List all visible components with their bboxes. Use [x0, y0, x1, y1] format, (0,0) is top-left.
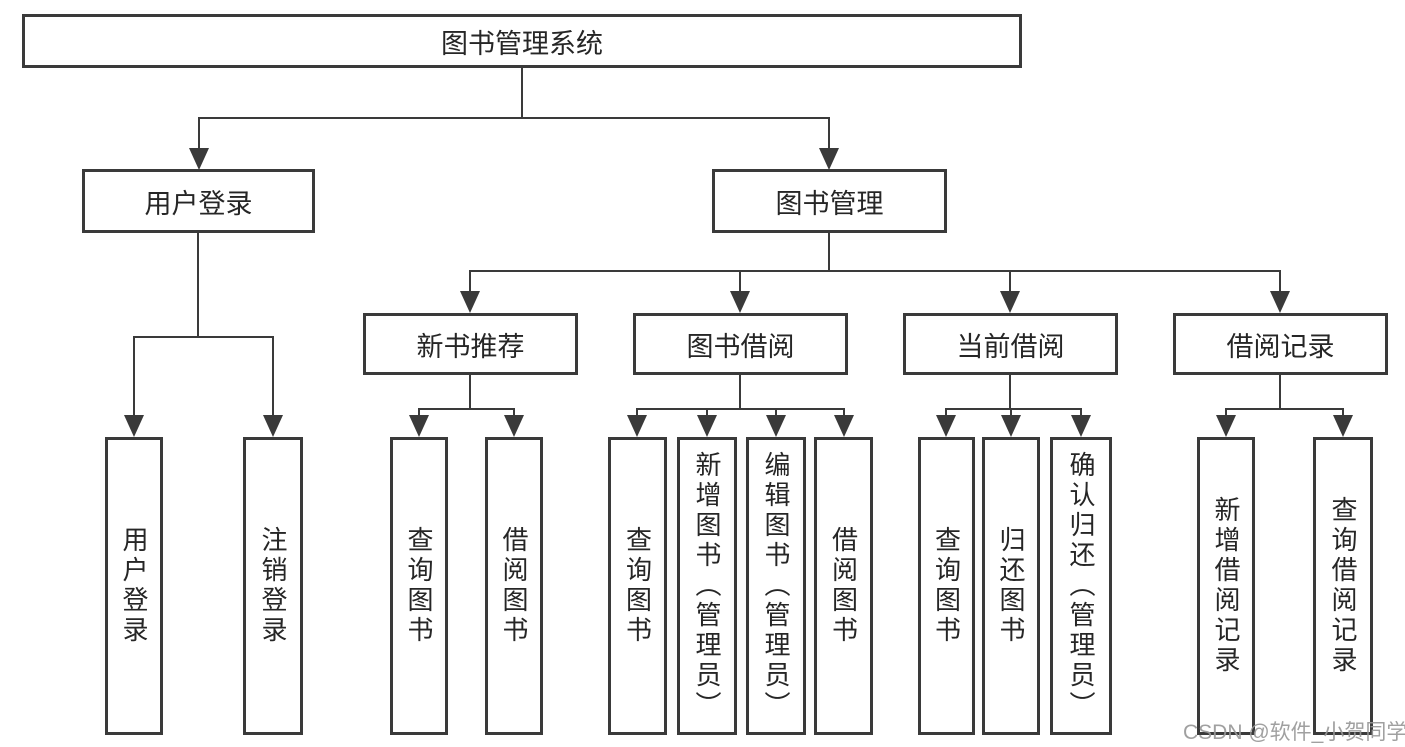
arrow-down-icon [627, 415, 647, 437]
arrow-down-icon [1071, 415, 1091, 437]
node-label: 图书管理系统 [441, 28, 603, 59]
connector-line [521, 68, 523, 118]
arrow-down-icon [124, 415, 144, 437]
arrow-down-icon [834, 415, 854, 437]
node-label: 用户登录 [144, 188, 253, 219]
connector-line [1279, 375, 1281, 409]
arrow-down-icon [730, 291, 750, 313]
leaf-query-books-borrowing: 查询图书 [608, 437, 667, 735]
node-new-book-recommend: 新书推荐 [363, 313, 578, 375]
node-label: 图书管理 [775, 188, 884, 219]
node-book-borrowing: 图书借阅 [633, 313, 848, 375]
connector-line [1342, 408, 1344, 417]
connector-line [272, 336, 274, 416]
leaf-label: 归还图书 [996, 526, 1026, 646]
connector-line [1225, 408, 1227, 417]
arrow-down-icon [189, 148, 209, 170]
connector-line [1279, 270, 1281, 292]
connector-line [636, 408, 638, 417]
leaf-label: 新增图书（管理员） [692, 451, 722, 721]
connector-line [133, 336, 135, 416]
node-user-login: 用户登录 [82, 169, 315, 233]
arrow-down-icon [766, 415, 786, 437]
connector-line [469, 270, 1281, 272]
leaf-label: 用户登录 [119, 526, 149, 646]
connector-line [1009, 270, 1011, 292]
connector-line [1225, 408, 1344, 410]
leaf-label: 新增借阅记录 [1211, 496, 1241, 676]
connector-line [945, 408, 947, 417]
arrow-down-icon [819, 148, 839, 170]
leaf-label: 借阅图书 [828, 526, 859, 646]
leaf-add-borrow-record: 新增借阅记录 [1197, 437, 1255, 735]
connector-line [469, 375, 471, 409]
connector-line [198, 117, 200, 148]
arrow-down-icon [409, 415, 429, 437]
arrow-down-icon [697, 415, 717, 437]
arrow-down-icon [936, 415, 956, 437]
leaf-query-borrow-record: 查询借阅记录 [1313, 437, 1373, 735]
connector-line [469, 270, 471, 292]
leaf-edit-books-admin: 编辑图书（管理员） [746, 437, 806, 735]
node-label: 图书借阅 [686, 331, 795, 362]
connector-line [739, 375, 741, 409]
leaf-user-login: 用户登录 [105, 437, 163, 735]
node-label: 当前借阅 [956, 331, 1065, 362]
leaf-return-books: 归还图书 [982, 437, 1040, 735]
leaf-add-books-admin: 新增图书（管理员） [677, 437, 737, 735]
connector-line [1009, 375, 1011, 409]
connector-line [1010, 408, 1012, 417]
arrow-down-icon [504, 415, 524, 437]
node-book-management: 图书管理 [712, 169, 947, 233]
arrow-down-icon [1270, 291, 1290, 313]
arrow-down-icon [1216, 415, 1236, 437]
leaf-confirm-return-admin: 确认归还（管理员） [1050, 437, 1112, 735]
leaf-label: 注销登录 [258, 526, 288, 646]
leaf-label: 查询图书 [404, 526, 434, 646]
connector-line [945, 408, 1082, 410]
connector-line [828, 117, 830, 148]
connector-line [636, 408, 845, 410]
node-label: 新书推荐 [416, 331, 525, 362]
arrow-down-icon [1001, 415, 1021, 437]
node-current-borrowing: 当前借阅 [903, 313, 1118, 375]
connector-line [197, 233, 199, 337]
csdn-watermark: CSDN @软件_小贺同学 [1183, 721, 1405, 744]
leaf-query-books-recommend: 查询图书 [390, 437, 448, 735]
connector-line [513, 408, 515, 417]
leaf-label: 查询图书 [931, 526, 962, 646]
connector-line [706, 408, 708, 417]
arrow-down-icon [1000, 291, 1020, 313]
connector-line [133, 336, 274, 338]
leaf-label: 编辑图书（管理员） [761, 451, 791, 721]
connector-line [843, 408, 845, 417]
node-library-management-system: 图书管理系统 [22, 14, 1022, 68]
connector-line [739, 270, 741, 292]
connector-line [828, 233, 830, 271]
arrow-down-icon [1333, 415, 1353, 437]
node-borrow-records: 借阅记录 [1173, 313, 1388, 375]
node-label: 借阅记录 [1226, 331, 1335, 362]
leaf-borrow-books: 借阅图书 [814, 437, 873, 735]
leaf-label: 查询借阅记录 [1328, 496, 1358, 676]
leaf-label: 确认归还（管理员） [1066, 451, 1096, 721]
leaf-label: 查询图书 [622, 526, 653, 646]
leaf-borrow-books-recommend: 借阅图书 [485, 437, 543, 735]
connector-line [198, 117, 830, 119]
connector-line [418, 408, 515, 410]
connector-line [418, 408, 420, 417]
connector-line [1080, 408, 1082, 417]
arrow-down-icon [263, 415, 283, 437]
arrow-down-icon [460, 291, 480, 313]
leaf-query-books-current: 查询图书 [918, 437, 975, 735]
leaf-logout: 注销登录 [243, 437, 303, 735]
leaf-label: 借阅图书 [499, 526, 529, 646]
connector-line [775, 408, 777, 417]
